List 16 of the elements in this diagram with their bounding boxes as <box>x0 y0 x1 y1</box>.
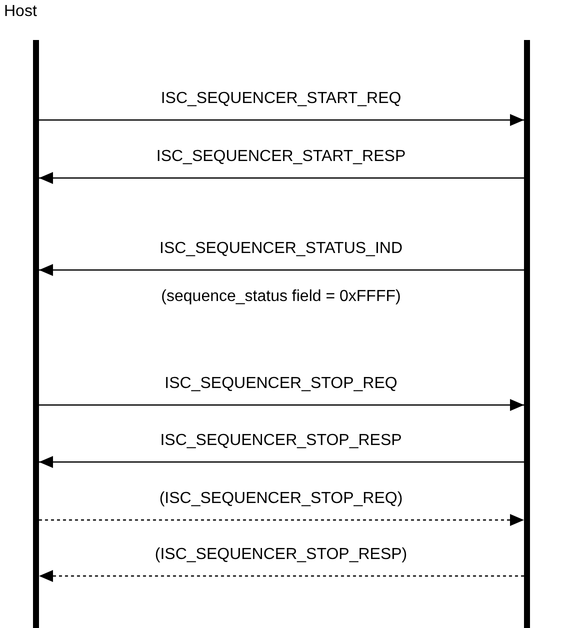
dashed-arrow <box>39 570 524 582</box>
message-note: (sequence_status field = 0xFFFF) <box>161 288 401 306</box>
message-label: (ISC_SEQUENCER_STOP_REQ) <box>159 490 403 508</box>
arrow <box>39 399 524 411</box>
arrow <box>39 264 524 276</box>
message-label: ISC_SEQUENCER_START_RESP <box>156 148 406 166</box>
arrow <box>39 172 524 184</box>
message-label: ISC_SEQUENCER_STOP_RESP <box>160 432 402 450</box>
message-label: ISC_SEQUENCER_STATUS_IND <box>160 240 402 258</box>
arrow <box>39 114 524 126</box>
lifeline-label: Host <box>4 3 37 21</box>
message-label: ISC_SEQUENCER_START_REQ <box>160 90 402 108</box>
message-label: (ISC_SEQUENCER_STOP_RESP) <box>154 546 408 564</box>
dashed-arrow <box>39 514 524 526</box>
message-label: ISC_SEQUENCER_STOP_REQ <box>164 375 398 393</box>
arrow <box>39 456 524 468</box>
